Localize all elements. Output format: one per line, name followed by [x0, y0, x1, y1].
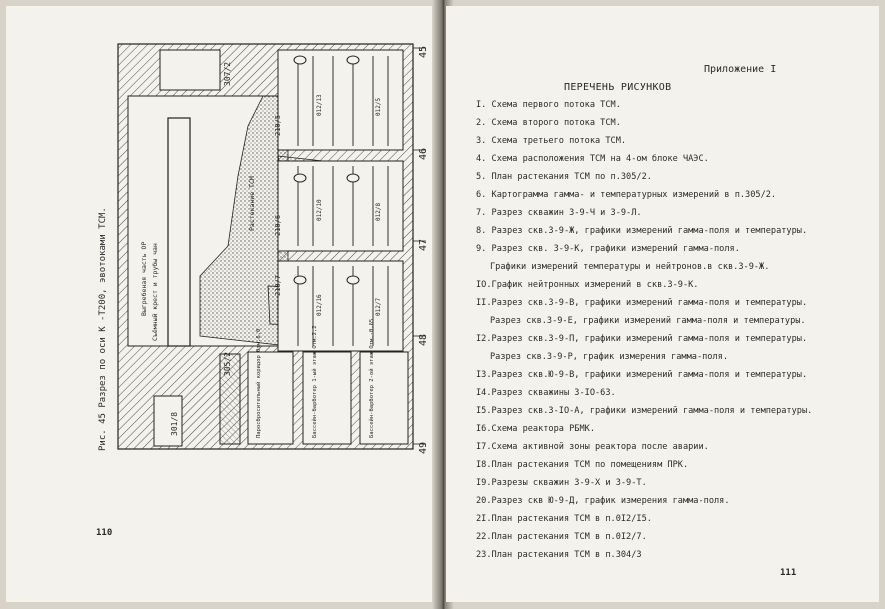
corridor-box-label: Паросбросительный коридор Отм.6,0 — [256, 328, 262, 438]
list-item: 23.План растекания ТСМ в п.304/3 — [476, 550, 642, 560]
axis-label-46: 46 — [418, 147, 429, 160]
room-label: 012/10 — [316, 199, 323, 221]
list-item: 2I.План растекания ТСМ в п.0I2/I5. — [476, 514, 652, 524]
room-label: 012/7 — [375, 297, 382, 316]
room-label: 210/6 — [274, 214, 282, 236]
list-item: 6. Картограмма гамма- и температурных из… — [476, 190, 777, 200]
list-item: 5. План растекания ТСМ по п.305/2. — [476, 172, 652, 182]
cross-and-pipes-label: Съёмный крест и трубы чан — [151, 243, 159, 341]
list-item: 9. Разрез скв. 3-9-К, графики измерений … — [476, 244, 740, 254]
page-number-right: 111 — [780, 568, 797, 578]
cross-section-drawing — [117, 43, 426, 450]
room-label: 307/2 — [223, 61, 232, 86]
list-item: 4. Схема расположения ТСМ на 4-ом блоке … — [476, 154, 709, 164]
list-item: 22.План растекания ТСМ в п.0I2/7. — [476, 532, 647, 542]
list-item: 7. Разрез скважин 3-9-Ч и 3-9-Л. — [476, 208, 642, 218]
axis-label-47: 47 — [418, 238, 429, 251]
list-item: 8. Разрез скв.3-9-Ж, графики измерений г… — [476, 226, 808, 236]
right-page: Приложение I ПЕРЕЧЕНЬ РИСУНКОВ I. Схема … — [446, 6, 879, 602]
excavated-part-label: Выгребеная часть ОР — [140, 241, 148, 316]
room-label: 012/13 — [316, 94, 323, 116]
axis-label-48: 48 — [418, 333, 429, 346]
pool-1-box-label: Бассейн-барботер 1-ый этаж Отм.2,2 — [312, 325, 318, 438]
list-item: I. Схема первого потока ТСМ. — [476, 100, 621, 110]
list-item: I4.Разрез скважины 3-IO-63. — [476, 388, 616, 398]
list-item: I6.Схема реактора РБМК. — [476, 424, 595, 434]
axis-label-49: 49 — [418, 441, 429, 454]
room-label: 012/16 — [316, 294, 323, 316]
list-item: 20.Разрез скв Ю-9-Д, график измерения га… — [476, 496, 730, 506]
list-item: Разрез скв.3-9-Р, график измерения гамма… — [490, 352, 728, 362]
left-page: Рис. 45 Разрез по оси К -Т200, эвотоками… — [6, 6, 438, 602]
page-number-left: 110 — [96, 528, 113, 538]
figure-list: I. Схема первого потока ТСМ. 2. Схема вто… — [476, 96, 876, 564]
axis-label-45: 45 — [418, 45, 429, 58]
list-item: II.Разрез скв.3-9-В, графики измерений г… — [476, 298, 808, 308]
room-label: 301/8 — [170, 411, 179, 436]
list-item: I7.Схема активной зоны реактора после ав… — [476, 442, 709, 452]
room-label: 012/5 — [375, 97, 382, 116]
room-label: 210/5 — [274, 114, 282, 136]
appendix-label: Приложение I — [704, 64, 777, 75]
list-item: I9.Разрезы скважин 3-9-Х и 3-9-Т. — [476, 478, 647, 488]
list-item: IO.График нейтронных измерений в скв.3-9… — [476, 280, 699, 290]
list-item: Разрез скв.3-9-Е, графики измерений гамм… — [490, 316, 806, 326]
list-item: I2.Разрез скв.3-9-П, графики измерений г… — [476, 334, 808, 344]
list-item: 2. Схема второго потока ТСМ. — [476, 118, 621, 128]
list-item: I8.План растекания ТСМ по помещениям ПРК… — [476, 460, 689, 470]
list-item: I3.Разрез скв.Ю-9-В, графики измерений г… — [476, 370, 808, 380]
list-item: I5.Разрез скв.3-IO-А, графики измерений … — [476, 406, 813, 416]
room-label: 012/8 — [375, 202, 382, 221]
pool-2-box-label: Бассейн-барботер 2-ой этаж Отм.-0,65 — [369, 318, 375, 438]
room-label: 305/2 — [223, 351, 232, 376]
list-item: Графики измерений температуры и нейтроно… — [490, 262, 770, 272]
list-title: ПЕРЕЧЕНЬ РИСУНКОВ — [564, 82, 672, 93]
lava-flow-label: Растекание ТСМ — [248, 176, 256, 231]
list-item: 3. Схема третьего потока ТСМ. — [476, 136, 627, 146]
room-label: 210/7 — [274, 274, 282, 296]
cross-section-figure: 45 46 47 48 49 307/2 210/5 012/13 012/5 … — [88, 36, 433, 466]
